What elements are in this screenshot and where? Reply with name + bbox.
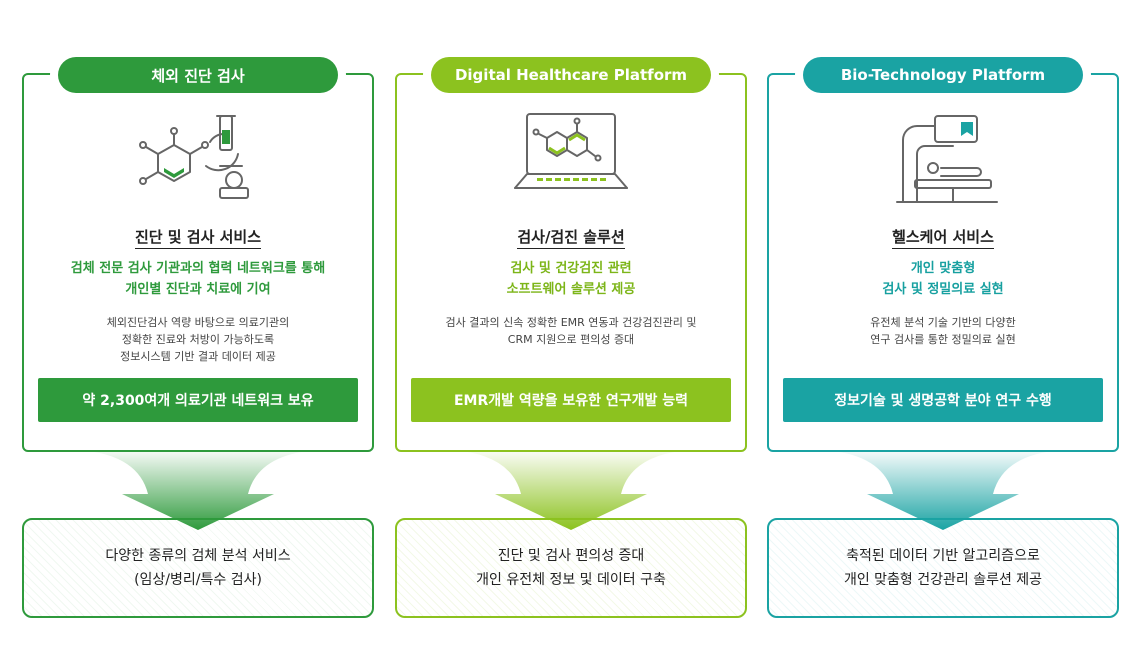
description-line: 정확한 진료와 처방이 가능하도록 <box>121 333 275 346</box>
service-highlight: 검체 전문 검사 기관과의 협력 네트워크를 통해 개인별 진단과 치료에 기여 <box>32 258 364 300</box>
highlight-line: 소프트웨어 솔루션 제공 <box>506 282 636 297</box>
service-description: 유전체 분석 기술 기반의 다양한 연구 검사를 통한 정밀의료 실현 <box>777 314 1109 348</box>
down-arrow <box>451 450 691 530</box>
service-highlight: 개인 맞춤형 검사 및 정밀의료 실현 <box>777 258 1109 300</box>
down-arrow <box>78 450 318 530</box>
description-line: 유전체 분석 기술 기반의 다양한 <box>870 316 1016 329</box>
column-bio-technology: Bio-Technology Platform 헬스케어 서비스 개인 맞춤형 … <box>767 0 1119 659</box>
result-line: 다양한 종류의 검체 분석 서비스 <box>105 548 291 564</box>
result-line: 개인 맞춤형 건강관리 솔루션 제공 <box>843 572 1043 588</box>
highlight-line: 개인 맞춤형 <box>910 261 976 276</box>
service-description: 체외진단검사 역량 바탕으로 의료기관의 정확한 진료와 처방이 가능하도록 정… <box>32 314 364 365</box>
result-line: 진단 및 검사 편의성 증대 <box>497 548 645 564</box>
highlight-line: 검사 및 정밀의료 실현 <box>882 282 1004 297</box>
service-description: 검사 결과의 신속 정확한 EMR 연동과 건강검진관리 및 CRM 지원으로 … <box>405 314 737 348</box>
capability-bar: 약 2,300여개 의료기관 네트워크 보유 <box>38 378 358 422</box>
service-title: 진단 및 검사 서비스 <box>22 226 374 249</box>
result-box: 다양한 종류의 검체 분석 서비스 (임상/병리/특수 검사) <box>22 518 374 618</box>
service-highlight: 검사 및 건강검진 관련 소프트웨어 솔루션 제공 <box>405 258 737 300</box>
description-line: 검사 결과의 신속 정확한 EMR 연동과 건강검진관리 및 <box>445 316 697 329</box>
medical-scanner-icon <box>896 115 998 203</box>
result-box: 축적된 데이터 기반 알고리즘으로 개인 맞춤형 건강관리 솔루션 제공 <box>767 518 1119 618</box>
service-title: 헬스케어 서비스 <box>767 226 1119 249</box>
service-title: 검사/검진 솔루션 <box>395 226 747 249</box>
result-line: 축적된 데이터 기반 알고리즘으로 <box>846 548 1040 564</box>
lab-molecule-microscope-icon <box>139 115 249 199</box>
result-line: 개인 유전체 정보 및 데이터 구축 <box>476 572 666 588</box>
highlight-line: 검체 전문 검사 기관과의 협력 네트워크를 통해 <box>70 261 326 276</box>
category-pill: 체외 진단 검사 <box>58 57 338 93</box>
description-line: 체외진단검사 역량 바탕으로 의료기관의 <box>106 316 290 329</box>
highlight-line: 개인별 진단과 치료에 기여 <box>125 282 271 297</box>
capability-bar: 정보기술 및 생명공학 분야 연구 수행 <box>783 378 1103 422</box>
capability-bar: EMR개발 역량을 보유한 연구개발 능력 <box>411 378 731 422</box>
down-arrow <box>823 450 1063 530</box>
highlight-line: 검사 및 건강검진 관련 <box>510 261 632 276</box>
laptop-molecule-icon <box>514 113 628 189</box>
description-line: CRM 지원으로 편의성 증대 <box>507 333 635 346</box>
result-line: (임상/병리/특수 검사) <box>134 572 262 588</box>
column-in-vitro-diagnostics: 체외 진단 검사 진단 및 검사 서비스 검체 전문 검사 기관과의 협력 네트… <box>22 0 374 659</box>
category-pill: Bio-Technology Platform <box>803 57 1083 93</box>
description-line: 연구 검사를 통한 정밀의료 실현 <box>870 333 1016 346</box>
result-box: 진단 및 검사 편의성 증대 개인 유전체 정보 및 데이터 구축 <box>395 518 747 618</box>
category-pill: Digital Healthcare Platform <box>431 57 711 93</box>
description-line: 정보시스템 기반 결과 데이터 제공 <box>120 350 276 363</box>
column-digital-healthcare: Digital Healthcare Platform 검사/검진 솔루션 검사… <box>395 0 747 659</box>
